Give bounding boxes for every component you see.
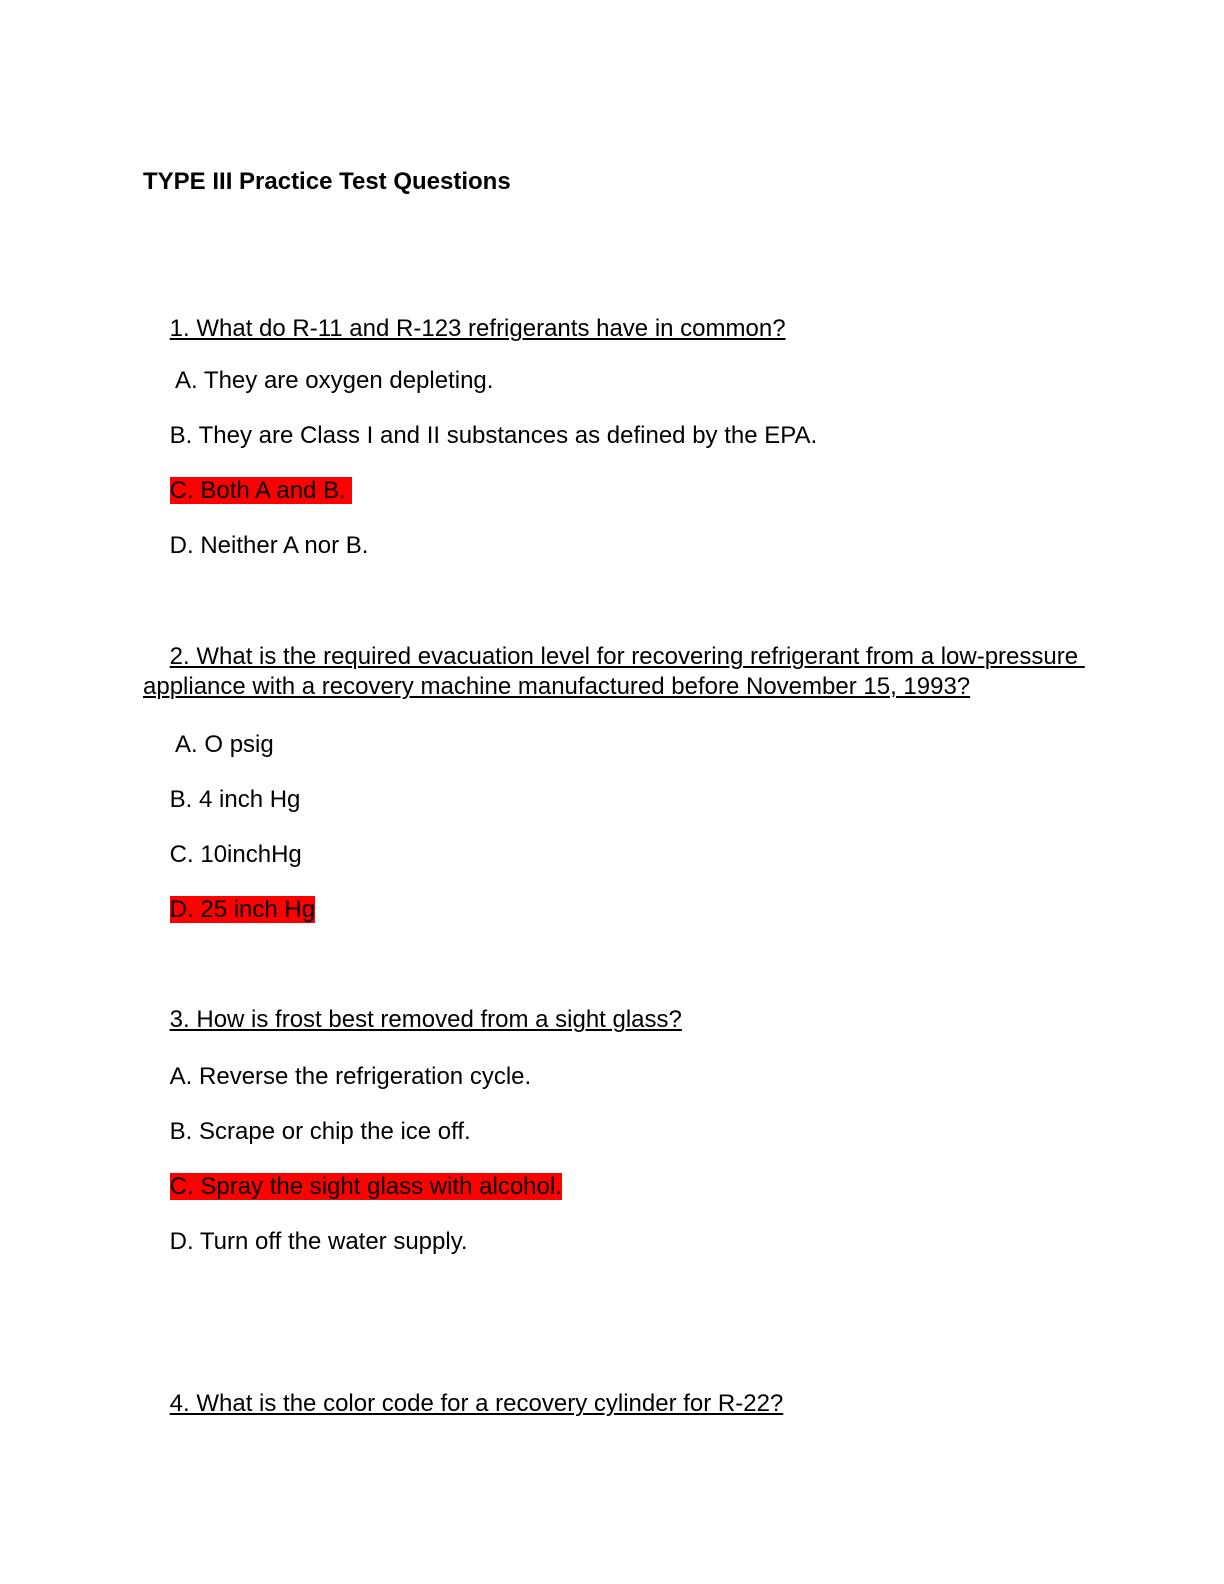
question-3-option-c-highlighted: C. Spray the sight glass with alcohol.: [169, 1173, 562, 1200]
question-3-option-d: D. Turn off the water supply.: [169, 1228, 468, 1255]
question-2-text: 2. What is the required evacuation level…: [143, 643, 1085, 700]
question-1-option-b: B. They are Class I and II substances as…: [169, 422, 818, 449]
question-3-option-b: B. Scrape or chip the ice off.: [169, 1118, 471, 1145]
question-1-option-a: A. They are oxygen depleting.: [169, 367, 494, 394]
question-2-option-a: A. O psig: [169, 731, 274, 758]
question-1-option-d: D. Neither A nor B.: [169, 532, 369, 559]
question-2-option-c: C. 10inchHg: [169, 841, 302, 868]
question-3-option-a: A. Reverse the refrigeration cycle.: [169, 1063, 532, 1090]
document-title: TYPE III Practice Test Questions: [143, 168, 511, 195]
question-2-option-d-highlighted: D. 25 inch Hg: [169, 896, 316, 923]
question-4-text: 4. What is the color code for a recovery…: [169, 1390, 784, 1417]
question-1-option-c-highlighted: C. Both A and B.: [169, 477, 353, 504]
question-1-text: 1. What do R-11 and R-123 refrigerants h…: [169, 315, 786, 342]
question-3-text: 3. How is frost best removed from a sigh…: [169, 1006, 682, 1033]
question-2-option-b: B. 4 inch Hg: [169, 786, 301, 813]
